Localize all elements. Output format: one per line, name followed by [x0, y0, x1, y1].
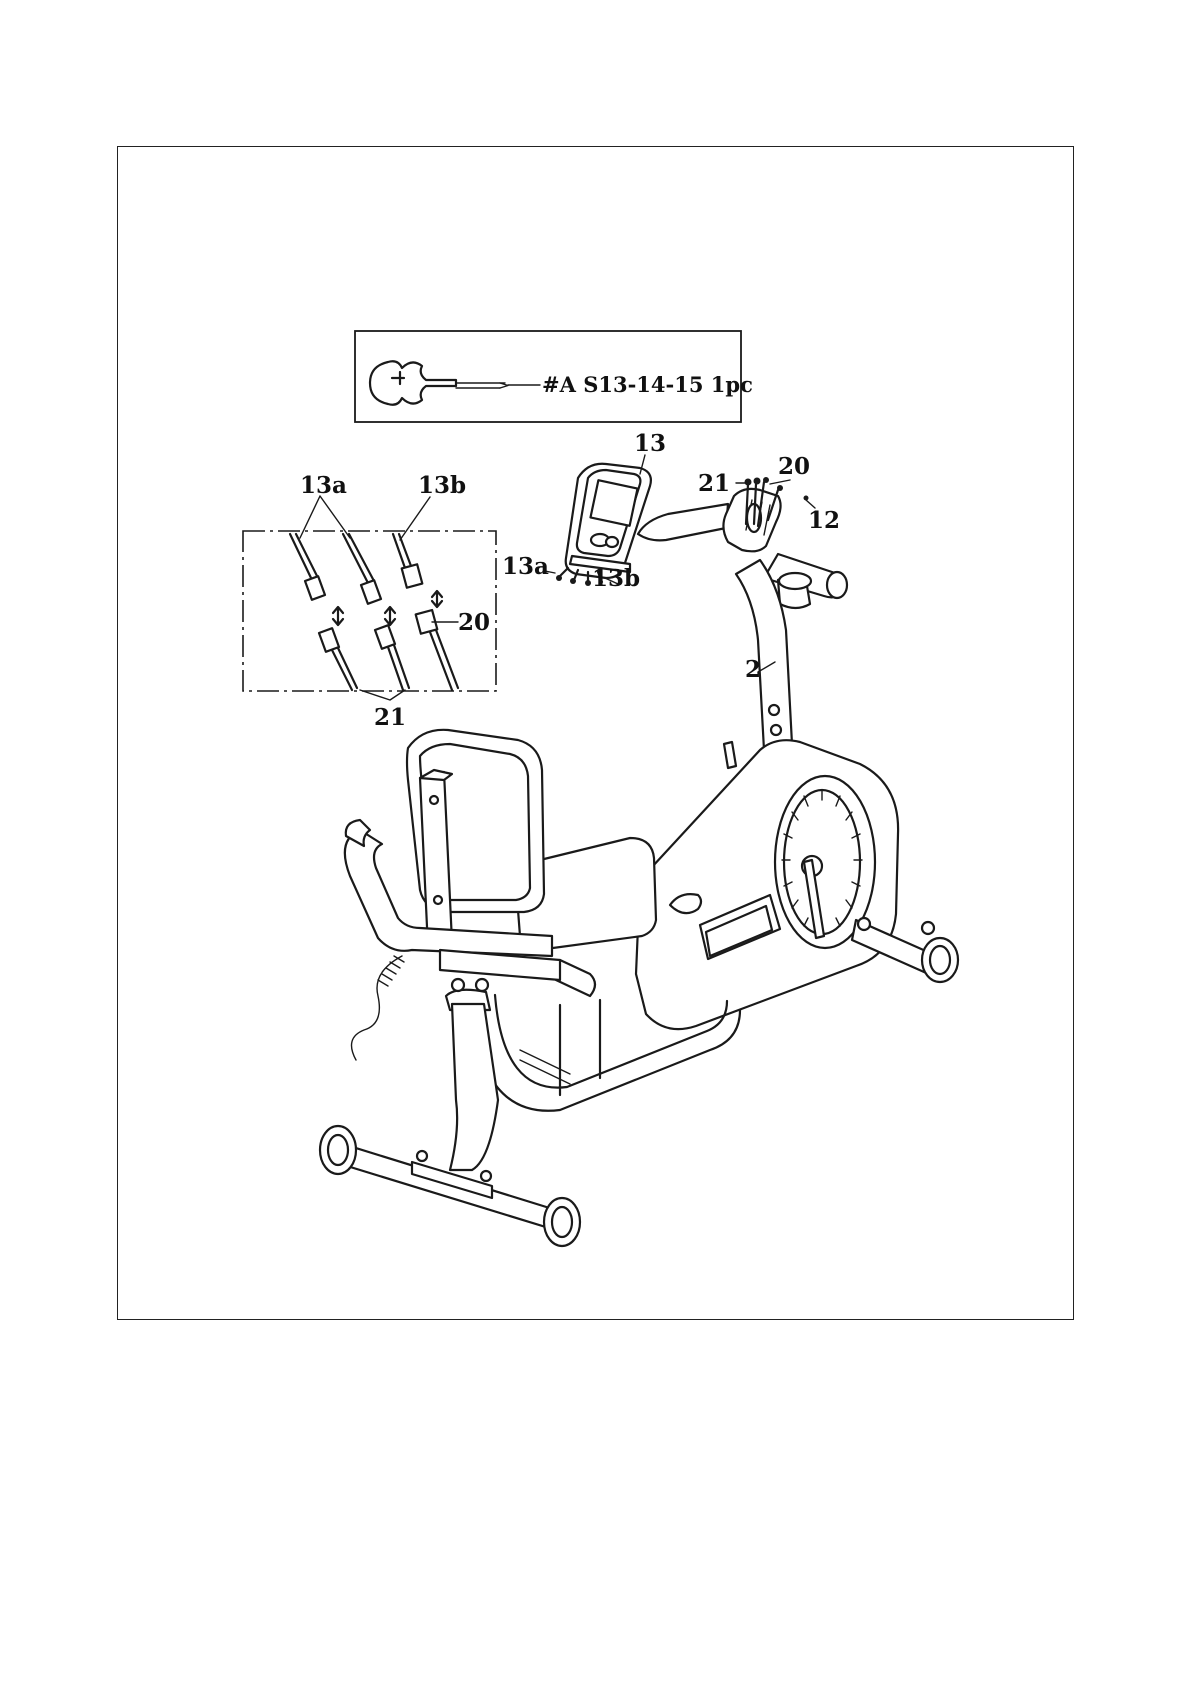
- callout-13a-console: 13a: [502, 553, 549, 580]
- callout-bolt-21: 21: [698, 470, 730, 497]
- callout-wire-20: 20: [778, 453, 810, 480]
- connector-detail-inset: [243, 496, 496, 700]
- callout-bolt-12: 12: [808, 507, 840, 534]
- handlebar-mount: [638, 477, 847, 608]
- callout-bolt-21-detail: 21: [374, 704, 406, 731]
- front-stabilizer: [320, 979, 580, 1246]
- callout-13b-detail: 13b: [418, 472, 466, 499]
- tool-label: #A S13-14-15 1pc: [542, 372, 753, 397]
- callout-wire-20-detail: 20: [458, 609, 490, 636]
- callout-upright-post: 2: [745, 656, 761, 683]
- allen-wrench-icon: [370, 361, 540, 405]
- callout-console: 13: [634, 430, 666, 457]
- callout-13b-console: 13b: [592, 565, 640, 592]
- callout-13a-detail: 13a: [300, 472, 347, 499]
- seat-assembly: [345, 730, 656, 1060]
- tool-callout-box: #A S13-14-15 1pc: [355, 331, 753, 422]
